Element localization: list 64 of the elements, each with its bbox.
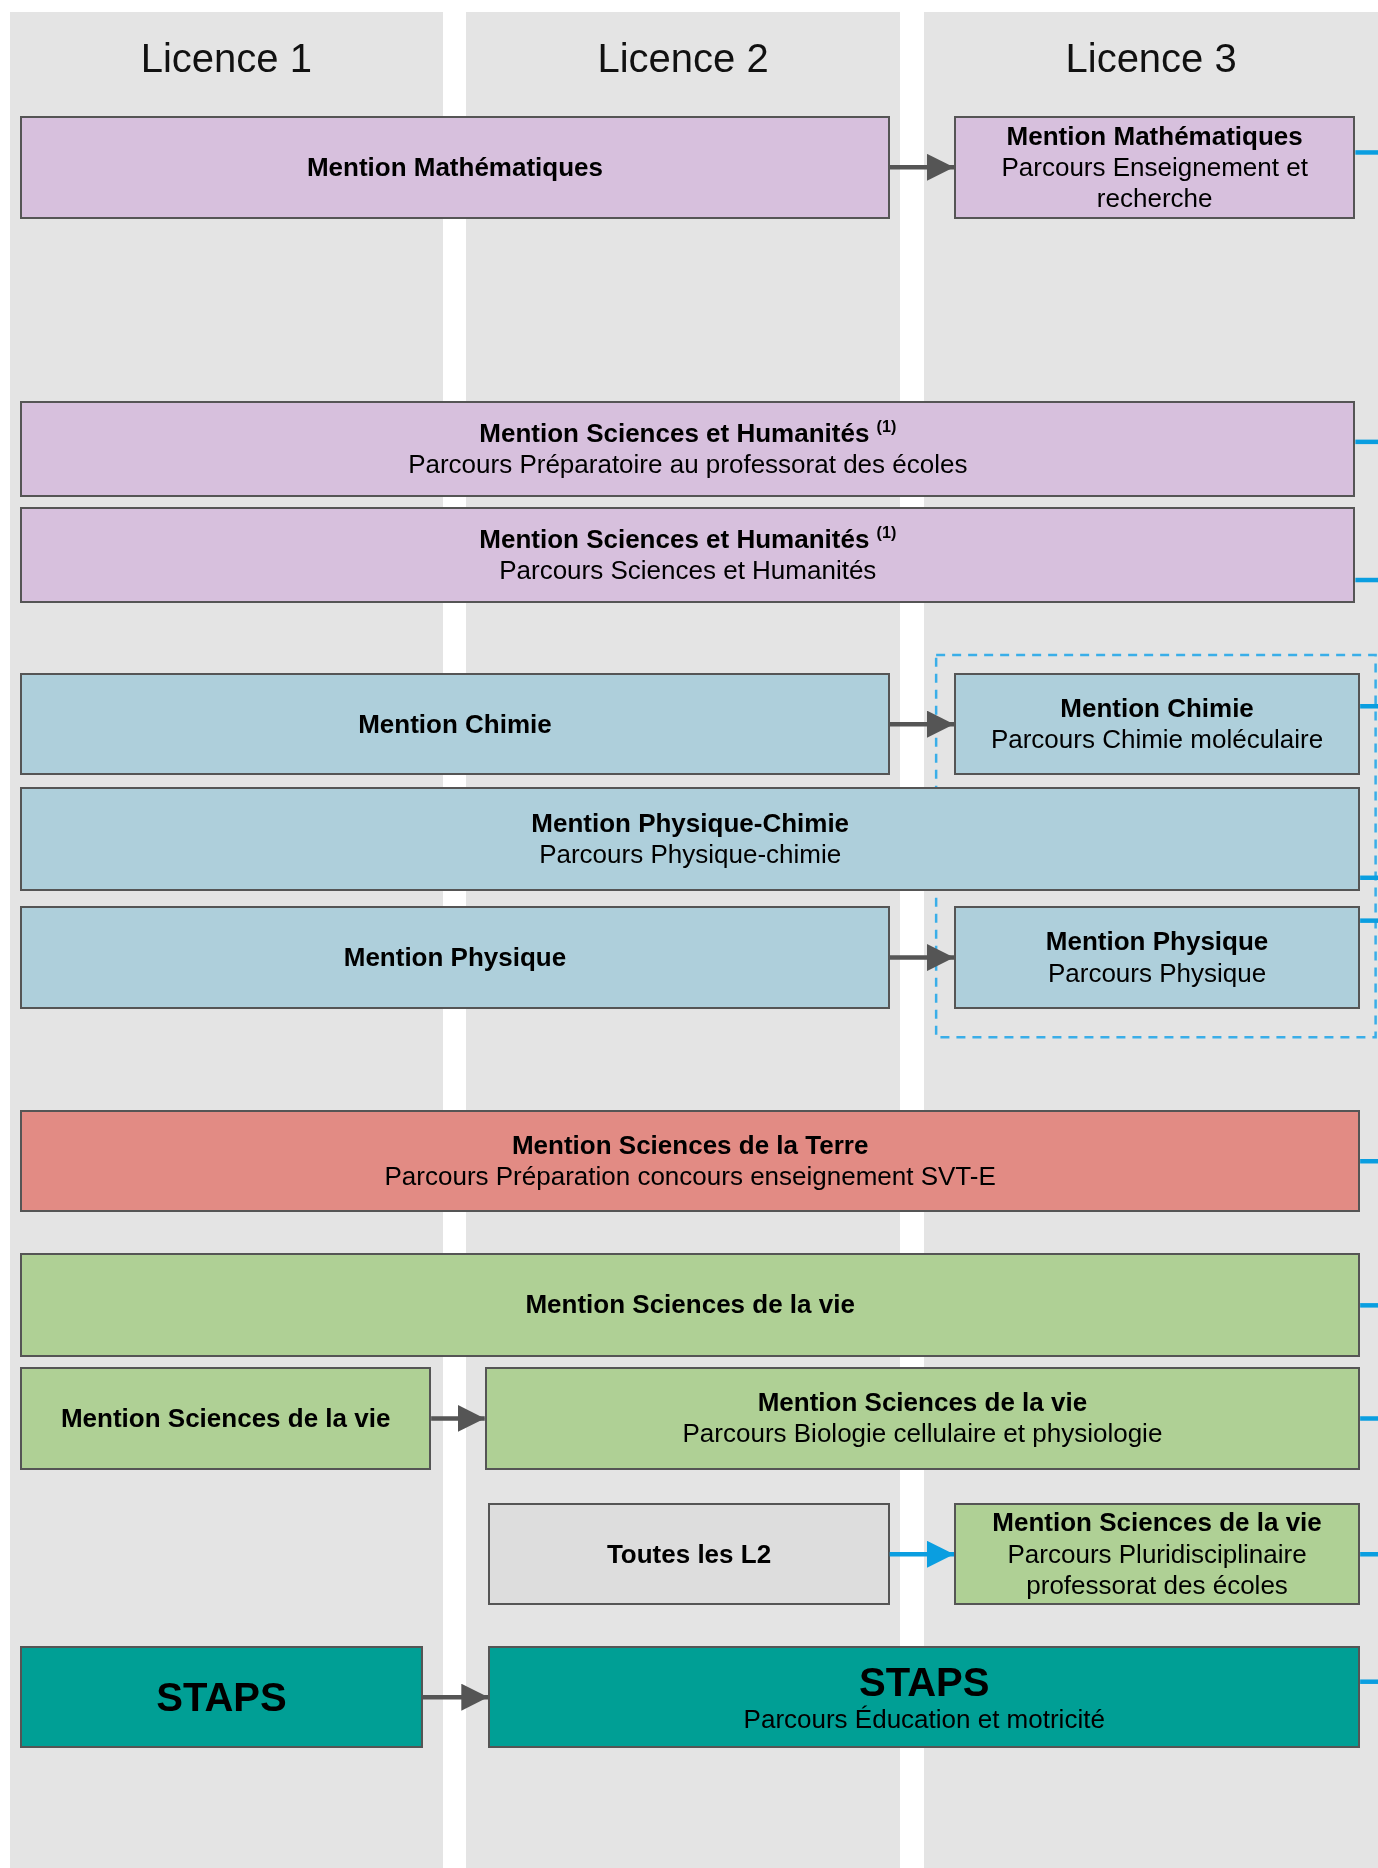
course-title: Mention Sciences de la Terre: [511, 1130, 869, 1162]
course-title: Mention Chimie: [358, 708, 552, 740]
course-box: [20, 906, 890, 1009]
course-title: Mention Sciences de la vie: [992, 1507, 1322, 1539]
course-title: Toutes les L2: [606, 1538, 772, 1570]
course-title: Mention Physique: [343, 941, 567, 974]
arrow: [431, 1405, 485, 1432]
course-subtitle: Parcours Chimie moléculaire: [990, 724, 1324, 756]
arrow: [889, 710, 954, 738]
course-subtitle: Parcours Sciences et Humanités: [499, 555, 877, 587]
course-title: Mention Mathématiques: [1006, 120, 1303, 152]
course-box: [20, 787, 1361, 891]
connector-line: [1355, 150, 1378, 155]
column-heading: Licence 2: [597, 36, 769, 81]
arrow: [422, 1683, 489, 1711]
course-box: [20, 1252, 1361, 1357]
course-box: [20, 115, 890, 220]
course-title: Mention Physique-Chimie: [531, 807, 850, 840]
course-box: [20, 507, 1356, 603]
course-box: [20, 672, 890, 776]
column-heading: Licence 3: [1065, 36, 1237, 81]
course-title: STAPS: [859, 1659, 990, 1704]
course-title: Mention Chimie: [1060, 692, 1254, 725]
course-box: [20, 1110, 1361, 1213]
course-title: Mention Sciences de la vie: [525, 1289, 855, 1321]
course-box: [20, 1367, 432, 1470]
course-box: [954, 672, 1361, 776]
arrow: [889, 153, 954, 181]
course-box: [488, 1503, 890, 1606]
connector-line: [1355, 439, 1378, 445]
course-box: [484, 1367, 1361, 1470]
course-title: Mention Physique: [1045, 926, 1269, 958]
connector-line: [1360, 704, 1378, 709]
course-title: Mention Sciences de la vie: [60, 1402, 391, 1435]
course-subtitle: Parcours Préparatoire au professorat des écoles: [408, 449, 968, 481]
course-title: Mention Sciences et Humanités $^{(1)}$: [479, 417, 897, 450]
course-box: [954, 1503, 1361, 1606]
connector-line: [1360, 1416, 1378, 1421]
connector-line: [1360, 875, 1378, 881]
arrow: [889, 1540, 954, 1568]
course-subtitle: Parcours Enseignement et recherche: [1000, 151, 1309, 215]
connector-line: [1360, 1303, 1378, 1308]
column-heading: Licence 1: [140, 36, 312, 81]
course-subtitle: Parcours Physique-chimie: [539, 839, 842, 871]
connector-line: [1360, 1159, 1378, 1164]
course-title: Mention Sciences et Humanités $^{(1)}$: [479, 523, 897, 556]
course-title: Mention Mathématiques: [306, 151, 603, 183]
course-title: Mention Sciences de la vie: [757, 1387, 1088, 1419]
course-subtitle: Parcours Éducation et motricité: [743, 1703, 1105, 1735]
course-box: [954, 115, 1356, 220]
course-title: STAPS: [156, 1675, 287, 1720]
course-box: [20, 401, 1356, 497]
course-box: [954, 906, 1361, 1009]
course-box: [20, 1645, 423, 1749]
connector-line: [1355, 577, 1378, 583]
connector-line: [1360, 918, 1378, 923]
course-subtitle: Parcours Pluridisciplinaire professorat des écoles: [1006, 1538, 1308, 1602]
course-subtitle: Parcours Préparation concours enseignement SVT-E: [384, 1161, 996, 1193]
connector-line: [1360, 1552, 1378, 1557]
connector-line: [1360, 1679, 1378, 1684]
course-subtitle: Parcours Physique: [1047, 957, 1267, 989]
arrow: [889, 944, 954, 972]
course-subtitle: Parcours Biologie cellulaire et physiologie: [682, 1418, 1163, 1450]
course-box: [488, 1645, 1361, 1749]
